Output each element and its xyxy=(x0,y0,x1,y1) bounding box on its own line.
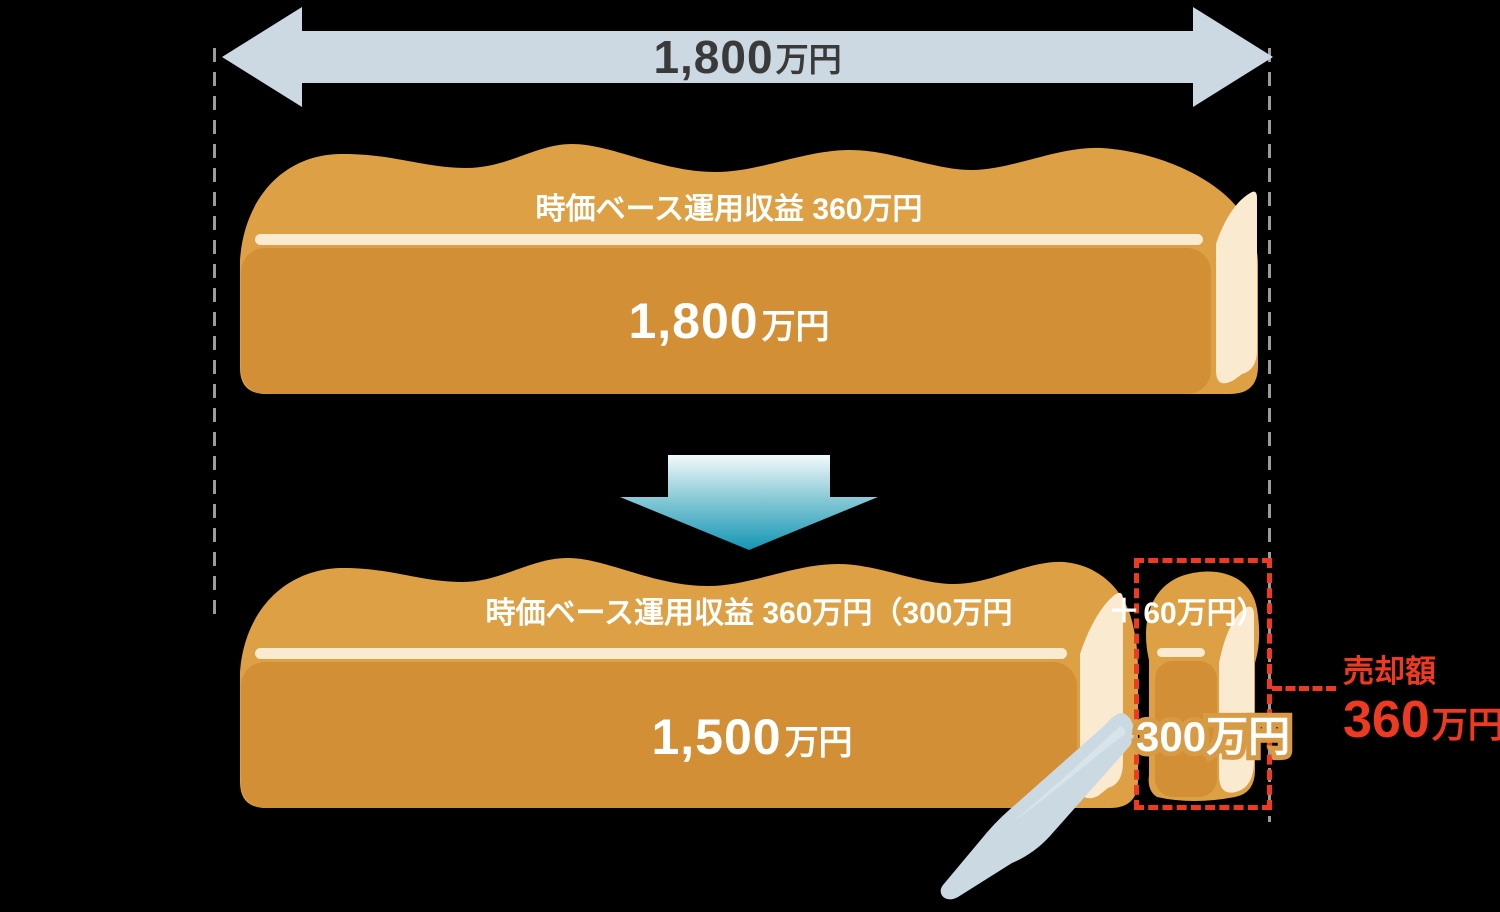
loaf-after-amount: 1,500 xyxy=(651,709,782,765)
bread-slice-shape xyxy=(1146,571,1260,801)
loaf-before-amount: 1,800 xyxy=(628,293,759,349)
crust-separator-line xyxy=(255,648,1067,659)
total-amount-value: 1,800 xyxy=(653,31,774,83)
bread-loaf-before: 時価ベース運用収益 360万円 1,800 万円 xyxy=(238,140,1260,398)
sale-value: 360 万円 xyxy=(1343,690,1500,750)
bread-loaf-after: 時価ベース運用収益 360万円（300万円 1,500 万円 xyxy=(238,552,1140,812)
sale-callout-connector-line xyxy=(1272,686,1336,691)
crust-separator-line xyxy=(1157,648,1205,657)
plus-sign: ＋ xyxy=(1107,593,1140,629)
slice-amount: 300万円 xyxy=(1136,713,1291,760)
slice-amount-outline: 300万円 xyxy=(1131,708,1295,765)
sale-amount-unit: 万円 xyxy=(1431,704,1500,745)
bread-slice xyxy=(1143,565,1265,805)
loaf-after-value: 1,500 万円 xyxy=(364,708,1140,768)
crumb-shape xyxy=(241,248,1211,394)
loaf-after-amount-unit: 万円 xyxy=(784,724,853,762)
sale-highlight-dashed-box xyxy=(1134,558,1272,810)
loaf-before-value: 1,800 万円 xyxy=(238,292,1220,352)
down-arrow-icon xyxy=(620,455,878,550)
knife-icon xyxy=(940,713,1134,900)
arrow-bar: 1,800 万円 xyxy=(302,31,1193,83)
cut-face-shape xyxy=(1219,606,1254,793)
arrow-right-head-icon xyxy=(1193,7,1273,107)
total-amount-unit: 万円 xyxy=(775,41,842,78)
bread-loaf-before-shape xyxy=(240,144,1258,394)
cut-face-shape xyxy=(1216,191,1257,384)
loaf-after-crust-label: 時価ベース運用収益 360万円（300万円 xyxy=(485,597,1013,630)
slice-crust-label: 60万円） xyxy=(1143,597,1267,630)
crust-separator-line xyxy=(255,234,1203,245)
sale-label: 売却額 xyxy=(1343,654,1436,689)
sale-amount: 360 xyxy=(1343,691,1430,749)
bread-loaf-after-shape xyxy=(240,558,1138,808)
left-guide-dashed-line xyxy=(213,48,216,624)
total-width-arrow: 1,800 万円 xyxy=(222,7,1273,107)
right-guide-dashed-line xyxy=(1268,48,1271,822)
loaf-before-crust-label: 時価ベース運用収益 360万円 xyxy=(535,193,923,226)
crumb-shape xyxy=(1155,661,1217,797)
loaf-before-amount-unit: 万円 xyxy=(761,308,830,346)
slice-value: 300万円 300万円 xyxy=(1131,703,1295,765)
arrow-left-head-icon xyxy=(222,7,302,107)
crumb-shape xyxy=(241,662,1077,808)
